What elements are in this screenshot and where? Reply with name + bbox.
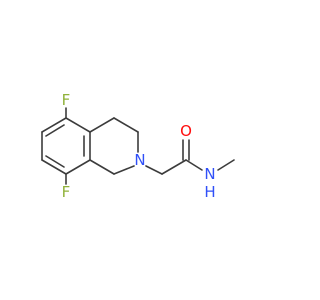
benzene-ring: [41, 117, 91, 175]
bond-c8-c8a: [65, 159, 91, 175]
bond-c4-c3: [113, 117, 139, 133]
bond-c4a-c4: [89, 117, 115, 133]
fluorine-bottom-label: F: [62, 183, 71, 201]
bond-n2-c1: [113, 165, 135, 175]
tetrahydro-ring: [89, 117, 139, 175]
bond-c5-c6: [41, 117, 67, 133]
bond-n-ch3: [217, 159, 235, 171]
ring-nitrogen-label: N: [134, 151, 145, 169]
fluorine-top-label: F: [62, 91, 71, 109]
bond-c7-c8: [41, 159, 67, 175]
carbonyl-oxygen-label: O: [180, 122, 192, 140]
bond-ch2-co: [161, 159, 187, 175]
molecule-structure-diagram: F F N O N H: [41, 91, 235, 201]
bond-c4a-c5: [65, 117, 91, 133]
acetamide-side-chain: [145, 139, 235, 175]
amide-hydrogen-label: H: [204, 183, 215, 201]
bond-co-n: [185, 159, 203, 171]
bond-c7-c8-inner: [45, 155, 65, 168]
bond-c1-c8a: [89, 159, 115, 175]
bond-c5-c6-inner: [45, 124, 65, 137]
bond-n2-ch2: [145, 165, 163, 175]
amide-nitrogen-label: N: [204, 165, 215, 183]
